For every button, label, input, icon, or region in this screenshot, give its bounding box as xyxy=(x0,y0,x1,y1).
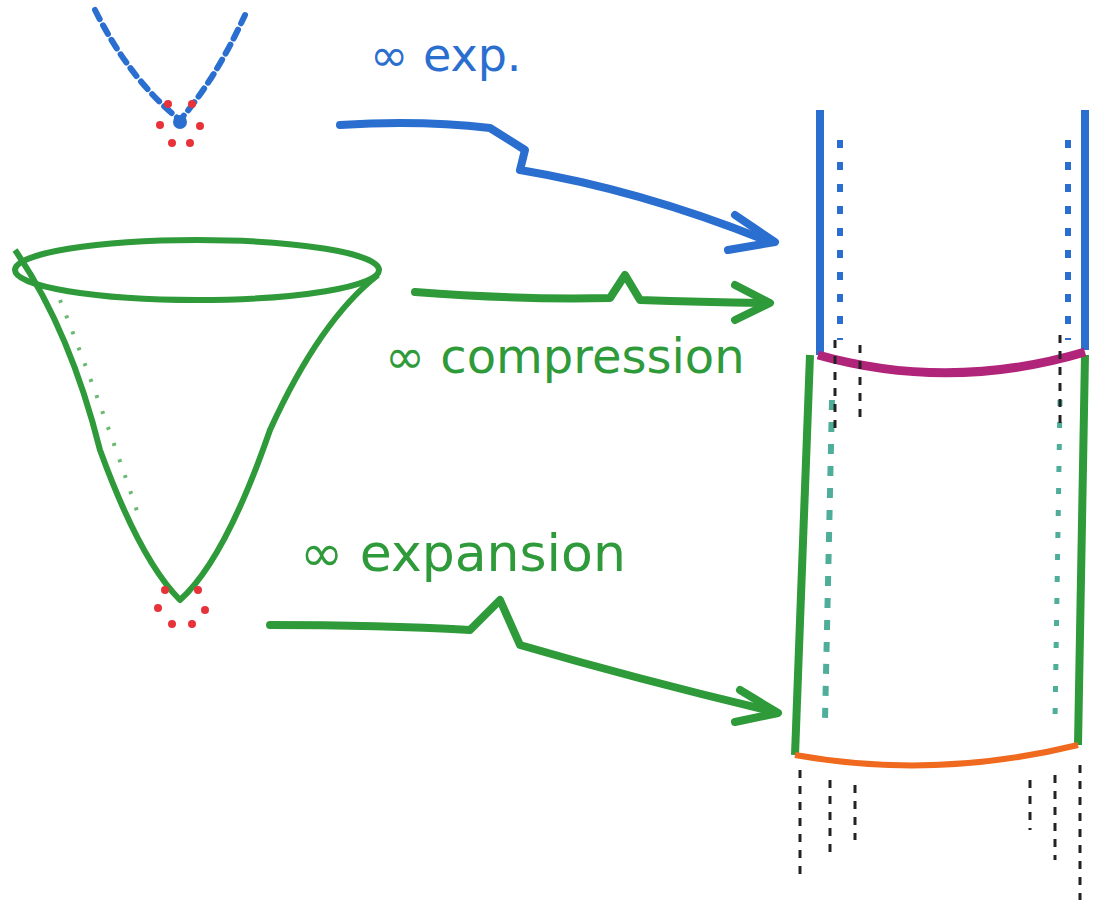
small-cone xyxy=(95,10,245,120)
annotation-label: ∞ exp. xyxy=(370,30,521,81)
apex-dots xyxy=(156,100,204,147)
annotation-label: ∞ expansion xyxy=(300,525,626,582)
cone-rim xyxy=(15,240,379,300)
arrows xyxy=(270,123,778,722)
cone-apex-dots xyxy=(154,586,209,628)
annotation-label: ∞ compression xyxy=(385,330,745,383)
cylinder xyxy=(795,110,1085,900)
